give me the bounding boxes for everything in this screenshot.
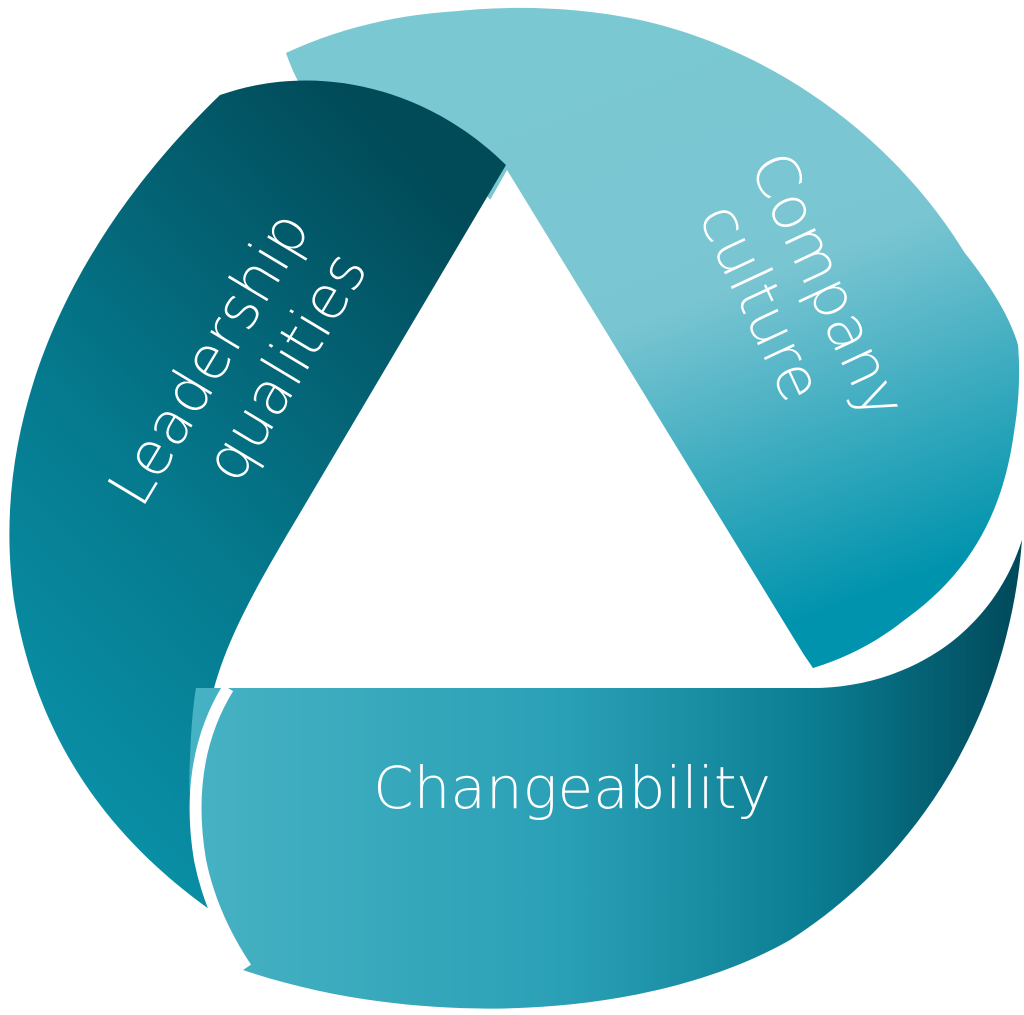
segment-leadership-qualities bbox=[9, 80, 506, 930]
gap-divider bbox=[189, 684, 251, 972]
segment-changeability bbox=[189, 540, 1023, 1009]
segment-company-culture-body bbox=[286, 10, 1020, 669]
label-changeability: Changeability bbox=[373, 754, 771, 822]
center-triangle bbox=[215, 170, 812, 688]
